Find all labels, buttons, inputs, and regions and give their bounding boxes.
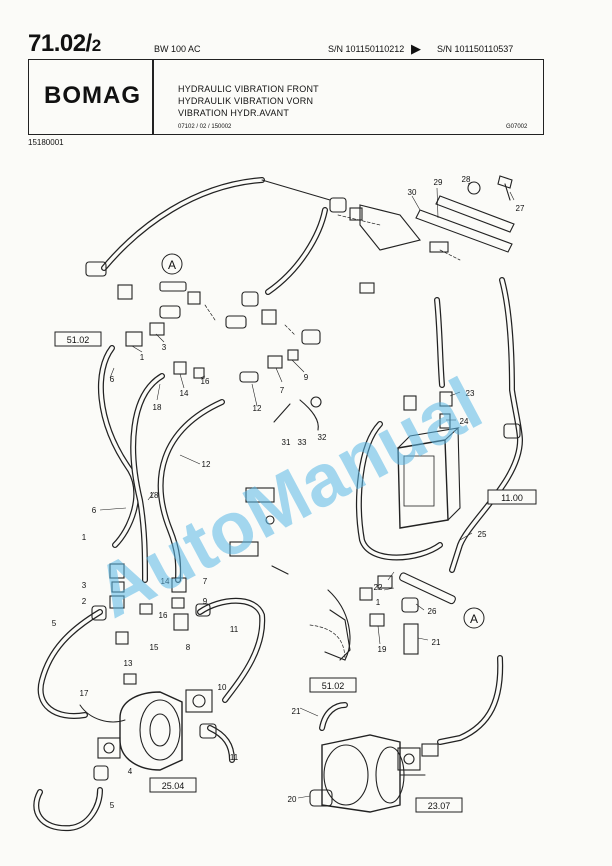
document-number: 15180001 (28, 138, 64, 147)
part-label: 4 (128, 767, 133, 776)
part-label: 7 (203, 577, 208, 586)
part-label: 8 (186, 643, 191, 652)
part-label: 19 (378, 645, 387, 654)
part-label: 29 (434, 178, 443, 187)
part-label: 11 (230, 753, 239, 762)
part-label: 1 (140, 353, 145, 362)
drawing-code: G07002 (506, 124, 528, 130)
part-label: 9 (203, 597, 208, 606)
title-block-divider (152, 59, 154, 135)
ref-box-11-00: 11.00 (501, 493, 523, 503)
title-block (28, 59, 544, 135)
drawing-reference: 07102 / 02 / 150002 (178, 124, 232, 130)
arrow-right-icon: ▶ (411, 41, 421, 56)
part-label: 3 (82, 581, 87, 590)
part-label: 11 (230, 625, 239, 634)
serial-to: S/N 101150110537 (437, 44, 514, 54)
part-label: 22 (374, 583, 383, 592)
part-label: 2 (82, 597, 87, 606)
part-label: 16 (159, 611, 168, 620)
part-label: 13 (124, 659, 133, 668)
serial-from: S/N 101150110212 (328, 44, 405, 54)
page-number: 71.02/2 (28, 30, 101, 57)
brand-logo: BOMAG (44, 82, 141, 109)
part-label: 7 (280, 386, 285, 395)
part-label: 5 (110, 801, 115, 810)
part-label: 23 (466, 389, 475, 398)
part-label: 18 (150, 491, 159, 500)
part-label: 33 (298, 438, 307, 447)
model-label: BW 100 AC (154, 44, 201, 54)
exploded-parts-diagram: A A 51.02 11.00 51.02 25.04 23.07 1 3 6 … (33, 175, 537, 832)
part-label: 16 (201, 377, 210, 386)
ref-box-51-02-top: 51.02 (67, 335, 90, 345)
part-label: 28 (462, 175, 471, 184)
part-label: 32 (318, 433, 327, 442)
part-label: 21 (432, 638, 441, 647)
part-label: 20 (288, 795, 297, 804)
part-label: 5 (52, 619, 57, 628)
part-label: 9 (304, 373, 309, 382)
callout-a-bottom: A (470, 612, 478, 626)
part-label: 6 (92, 506, 97, 515)
part-label: 3 (162, 343, 167, 352)
part-label: 14 (180, 389, 189, 398)
part-label: 6 (110, 375, 115, 384)
part-label: 31 (282, 438, 291, 447)
part-label: 12 (202, 460, 211, 469)
part-label: 21 (292, 707, 301, 716)
ref-box-51-02-bottom: 51.02 (322, 681, 345, 691)
part-label: 12 (253, 404, 262, 413)
part-label: 1 (82, 533, 87, 542)
title-fr: VIBRATION HYDR.AVANT (178, 108, 290, 118)
part-label: 18 (153, 403, 162, 412)
part-label: 30 (408, 188, 417, 197)
title-de: HYDRAULIK VIBRATION VORN (178, 96, 314, 106)
callout-a-top: A (168, 258, 176, 272)
part-label: 24 (460, 417, 469, 426)
ref-box-25-04: 25.04 (162, 781, 185, 791)
part-label: 27 (516, 204, 525, 213)
part-label: 25 (478, 530, 487, 539)
part-label: 17 (80, 689, 89, 698)
part-label: 15 (150, 643, 159, 652)
ref-box-23-07: 23.07 (428, 801, 451, 811)
title-en: HYDRAULIC VIBRATION FRONT (178, 84, 319, 94)
part-label: 14 (161, 577, 170, 586)
part-label: 1 (376, 598, 381, 607)
part-label: 26 (428, 607, 437, 616)
part-label: 10 (218, 683, 227, 692)
